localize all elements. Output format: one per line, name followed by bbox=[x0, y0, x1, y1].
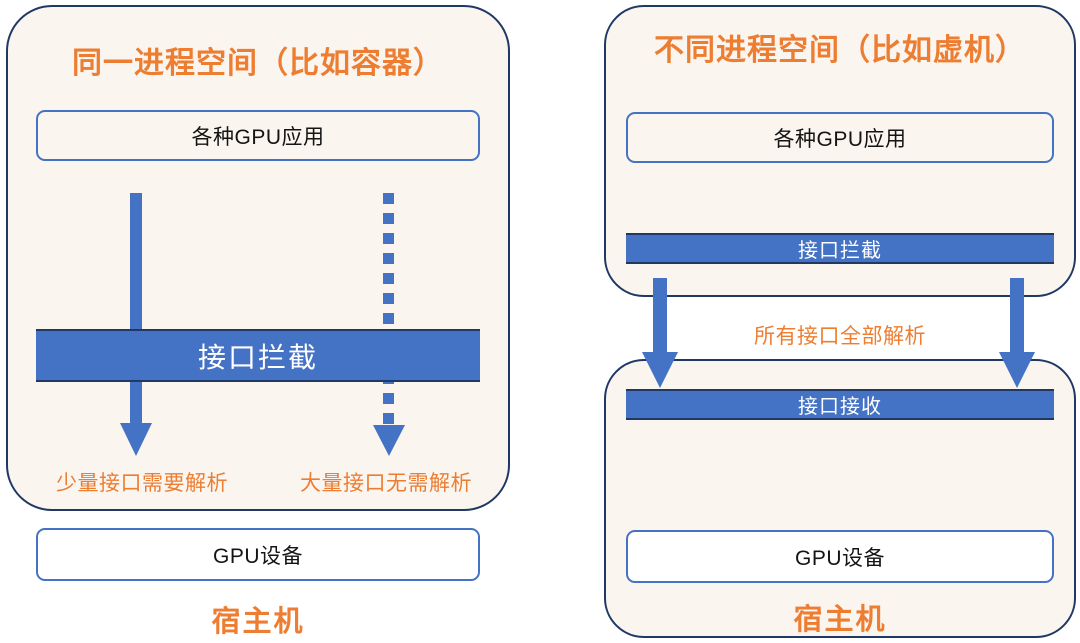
right-host-machine-label: 宿主机 bbox=[793, 604, 887, 636]
left-dashed-down-arrow-icon bbox=[369, 193, 419, 458]
panel-left-title: 同一进程空间（比如容器） bbox=[72, 47, 444, 80]
panel-same-process-space bbox=[6, 5, 510, 511]
right-interface-intercept-bar: 接口拦截 bbox=[626, 233, 1054, 264]
right-gpu-device-box: GPU设备 bbox=[626, 530, 1054, 583]
right-left-down-arrow-icon bbox=[638, 278, 688, 390]
right-right-down-arrow-icon bbox=[995, 278, 1045, 390]
left-gpu-application-box: 各种GPU应用 bbox=[36, 110, 480, 161]
left-host-machine-label: 宿主机 bbox=[211, 606, 305, 638]
right-gpu-application-box: 各种GPU应用 bbox=[626, 112, 1054, 163]
left-gpu-device-box: GPU设备 bbox=[36, 528, 480, 581]
panel-right-title: 不同进程空间（比如虚机） bbox=[654, 34, 1026, 67]
right-caption-all-interfaces: 所有接口全部解析 bbox=[754, 325, 926, 348]
left-caption-many-interfaces: 大量接口无需解析 bbox=[300, 472, 472, 495]
left-caption-few-interfaces: 少量接口需要解析 bbox=[56, 472, 228, 495]
left-interface-intercept-bar: 接口拦截 bbox=[36, 329, 480, 382]
left-solid-down-arrow-icon bbox=[116, 193, 166, 458]
right-interface-receive-bar: 接口接收 bbox=[626, 389, 1054, 420]
